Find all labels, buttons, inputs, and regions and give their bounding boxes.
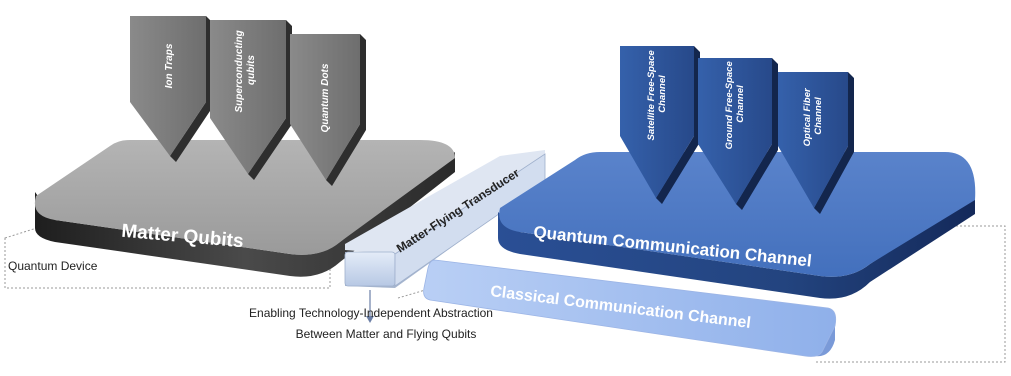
arrow-label-ground-l2: Channel: [735, 85, 746, 123]
annotation-line-2: Between Matter and Flying Qubits: [296, 327, 477, 341]
matter-arrow-ion-traps: Ion Traps: [130, 16, 212, 162]
matter-platform-top: [34, 140, 455, 255]
quantum-platform-top: [499, 152, 976, 277]
arrow-label-ground: Ground Free-Space Channel: [724, 59, 746, 150]
channel-arrow-ground: Ground Free-Space Channel: [698, 58, 778, 210]
matter-arrow-quantum-dots: Quantum Dots: [290, 34, 366, 186]
arrow-label-satellite: Satellite Free-Space Channel: [646, 48, 668, 141]
quantum-platform-side: [498, 196, 975, 299]
arrow-label-satellite-l2: Channel: [657, 75, 668, 113]
arrow-label-ion-traps: Ion Traps: [164, 43, 175, 88]
arrow-label-superconducting-l1: Superconducting: [234, 30, 245, 112]
annotation-pointer-head: [366, 316, 374, 323]
channel-arrow-optical-fiber: Optical Fiber Channel: [778, 72, 854, 214]
quantum-device-outline-right: [520, 225, 1006, 363]
channel-arrow-satellite: Satellite Free-Space Channel: [620, 46, 700, 204]
arrow-label-optical-fiber-l2: Channel: [813, 97, 824, 135]
arrow-label-quantum-dots: Quantum Dots: [320, 63, 331, 132]
quantum-device-label: Quantum Device: [8, 259, 98, 273]
arrow-label-optical-fiber: Optical Fiber Channel: [802, 86, 824, 147]
transducer-top: [345, 150, 545, 254]
arrow-label-superconducting-l2: qubits: [246, 55, 257, 85]
arrow-label-ground-l1: Ground Free-Space: [724, 61, 735, 150]
transducer-front: [344, 251, 396, 287]
arrow-label-superconducting: Superconducting qubits: [234, 27, 257, 112]
matter-arrow-superconducting: Superconducting qubits: [210, 20, 292, 180]
quantum-channel-platform: Quantum Communication Channel: [498, 152, 976, 299]
annotation-line-1: Enabling Technology-Independent Abstract…: [249, 306, 493, 320]
arrow-label-satellite-l1: Satellite Free-Space: [646, 49, 657, 140]
classical-bar-face: [423, 259, 837, 357]
arrow-label-optical-fiber-l1: Optical Fiber: [802, 87, 813, 146]
